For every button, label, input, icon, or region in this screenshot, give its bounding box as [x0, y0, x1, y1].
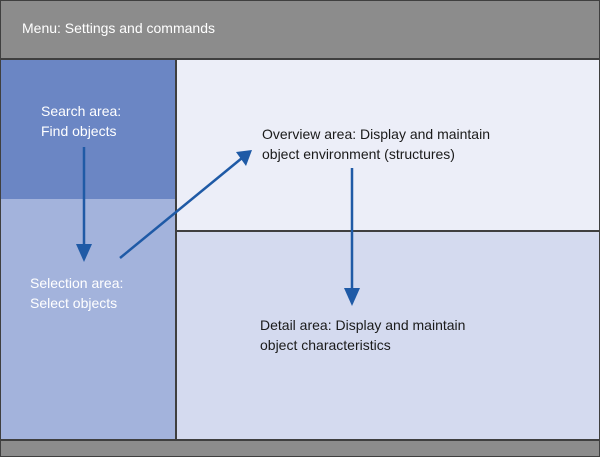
menu-bar: Menu: Settings and commands — [1, 1, 599, 58]
detail-area-description: object characteristics — [260, 337, 391, 353]
selection-area-description: Select objects — [30, 295, 118, 311]
menu-label: Menu: Settings and commands — [22, 20, 215, 36]
overview-area-description: object environment (structures) — [262, 146, 455, 162]
search-area-description: Find objects — [41, 123, 117, 139]
search-area-label: Search area: Find objects — [41, 101, 121, 141]
selection-area-label: Selection area: Select objects — [30, 273, 123, 313]
selection-area-title: Selection area: — [30, 275, 124, 291]
overview-area-panel — [177, 60, 599, 230]
detail-area-panel — [177, 232, 599, 439]
detail-area-label: Detail area: Display and maintain object… — [260, 315, 465, 355]
footer-bar — [1, 441, 599, 456]
overview-area-label: Overview area: Display and maintain obje… — [262, 124, 490, 164]
search-area-title: Search area: — [41, 103, 122, 119]
detail-area-title: Detail area: Display and maintain — [260, 317, 466, 333]
overview-area-title: Overview area: Display and maintain — [262, 126, 490, 142]
selection-area-panel — [1, 199, 175, 439]
